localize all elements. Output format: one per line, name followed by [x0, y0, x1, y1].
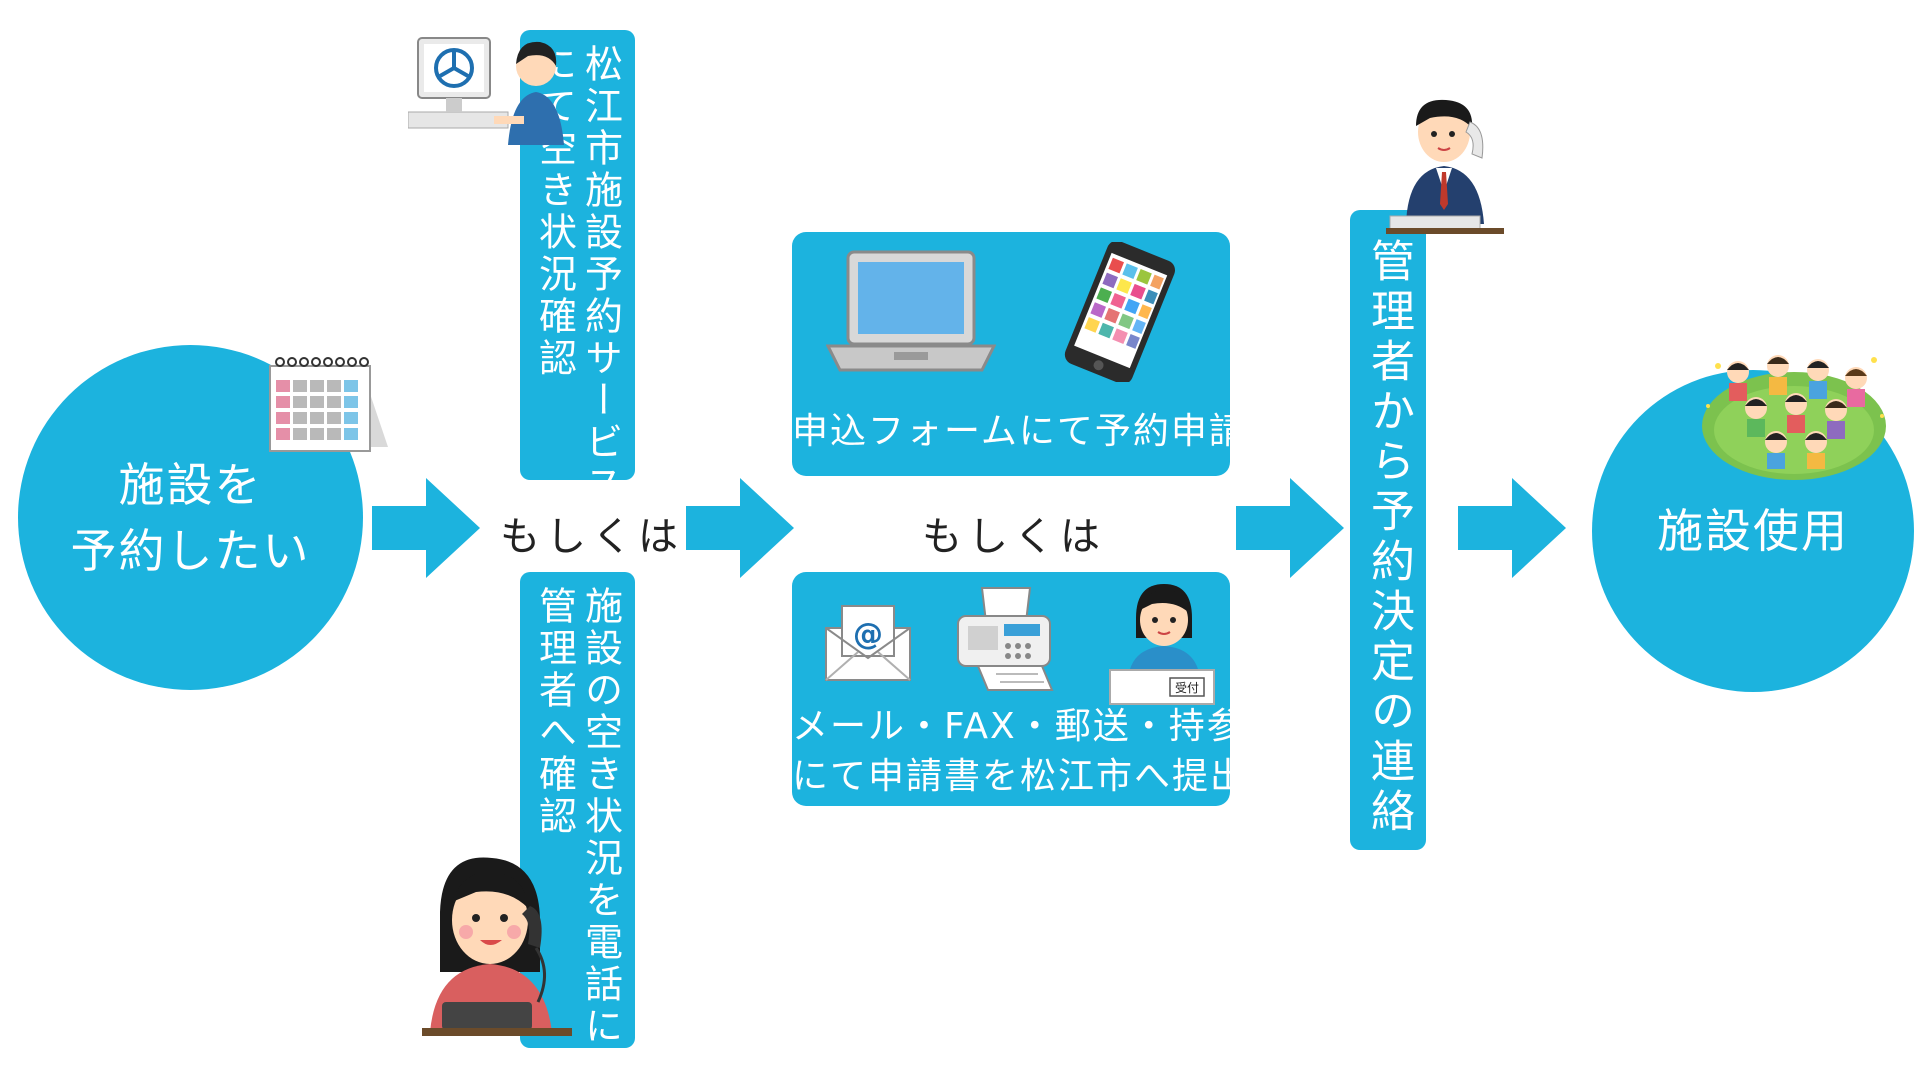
- or-label-2: もしくは: [922, 514, 1106, 560]
- phone-check-col1: 施設の空き状況を電話にて: [578, 586, 623, 1090]
- online-check-col1: 松江市施設予約サービス: [578, 44, 623, 506]
- form-apply-label: 申込フォームにて予約申請: [792, 411, 1247, 452]
- form-apply-box: 申込フォームにて予約申請: [792, 232, 1247, 476]
- end-text: 施設使用: [1657, 504, 1849, 558]
- smartphone-icon: [1064, 242, 1176, 382]
- calendar-icon: [269, 357, 388, 452]
- receptionist-icon: 受付: [1109, 584, 1215, 705]
- email-at-symbol: @: [853, 617, 883, 652]
- start-line2: 予約したい: [70, 523, 311, 578]
- phone-check-col2: 管理者へ確認: [532, 586, 577, 838]
- arrow-right-icon: [372, 478, 480, 578]
- arrow-right-icon: [1236, 478, 1344, 578]
- laptop-icon: [826, 250, 996, 372]
- paper-apply-box: @ 受付 メール・FAX・郵送・持参 にて申請書を松江市へ提出: [792, 572, 1249, 806]
- paper-apply-line2: にて申請書を松江市へ提出: [792, 756, 1249, 797]
- person-computer-icon: [408, 37, 564, 145]
- children-playing-icon: [1702, 355, 1886, 480]
- email-icon: @: [825, 605, 911, 681]
- or-label-1: もしくは: [500, 514, 684, 560]
- fax-icon: [957, 587, 1054, 691]
- reception-tag: 受付: [1175, 681, 1199, 695]
- arrow-right-icon: [686, 478, 794, 578]
- arrow-right-icon: [1458, 478, 1566, 578]
- man-phone-icon: [1386, 99, 1504, 234]
- paper-apply-line1: メール・FAX・郵送・持参: [792, 706, 1245, 747]
- woman-phone-icon: [422, 857, 572, 1036]
- decision-bar: 管理者から予約決定の連絡: [1350, 210, 1426, 850]
- decision-text: 管理者から予約決定の連絡: [1363, 238, 1414, 838]
- start-line1: 施設を: [118, 457, 263, 512]
